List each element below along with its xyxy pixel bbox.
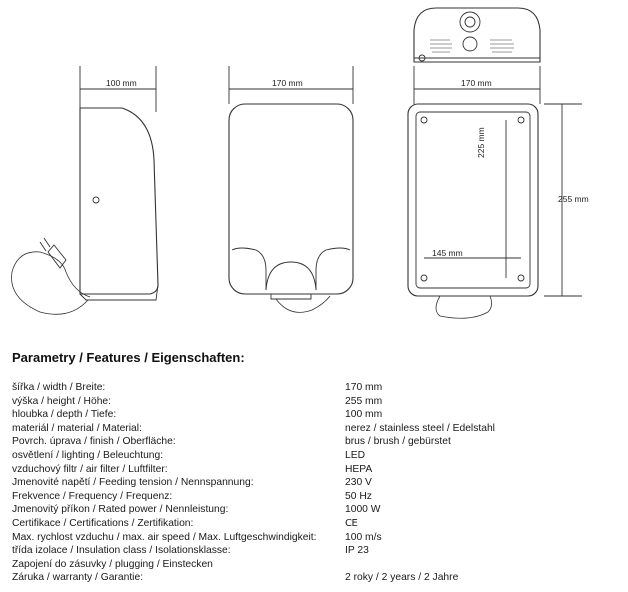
spec-value: LED bbox=[345, 450, 366, 461]
spec-label: Zapojení do zásuvky / plugging / Einstec… bbox=[12, 558, 213, 570]
spec-value: 2 roky / 2 years / 2 Jahre bbox=[345, 572, 459, 584]
back-height-dimension: 225 mm bbox=[476, 127, 486, 158]
spec-row: Zapojení do zásuvky / plugging / Einstec… bbox=[12, 558, 612, 572]
spec-label: Jmenovité napětí / Feeding tension / Nen… bbox=[12, 477, 254, 489]
spec-value: nerez / stainless steel / Edelstahl bbox=[345, 422, 495, 434]
spec-label: Certifikace / Certifications / Zertifika… bbox=[12, 518, 194, 529]
spec-label: hloubka / depth / Tiefe: bbox=[12, 409, 117, 421]
spec-label: Jmenovitý příkon / Rated power / Nennlei… bbox=[12, 504, 229, 516]
spec-row: Max. rychlost vzduchu / max. air speed /… bbox=[12, 531, 612, 545]
top-view bbox=[413, 7, 541, 104]
spec-value: 230 V bbox=[345, 477, 372, 489]
spec-label: vzduchový filtr / air filter / Luftfilte… bbox=[12, 463, 168, 475]
spec-label: Povrch. úprava / finish / Oberfläche: bbox=[12, 436, 176, 448]
spec-value: CE bbox=[345, 518, 358, 529]
spec-value: 50 Hz bbox=[345, 490, 372, 502]
spec-value: 170 mm bbox=[345, 382, 383, 393]
spec-value: HEPA bbox=[345, 463, 373, 475]
spec-label: šířka / width / Breite: bbox=[12, 382, 106, 393]
spec-label: výška / height / Höhe: bbox=[12, 395, 112, 407]
spec-value: IP 23 bbox=[345, 545, 369, 557]
spec-label: materiál / material / Material: bbox=[12, 422, 142, 434]
spec-value: 100 mm bbox=[345, 409, 383, 421]
spec-label: osvětlení / lighting / Beleuchtung: bbox=[12, 450, 164, 461]
spec-row: vzduchový filtr / air filter / Luftfilte… bbox=[12, 463, 612, 477]
features-heading: Parametry / Features / Eigenschaften: bbox=[12, 350, 245, 365]
technical-drawing: 100 mm 170 mm 170 mm 225 mm 255 mm 145 m… bbox=[11, 7, 589, 319]
side-depth-dimension: 100 mm bbox=[106, 78, 137, 88]
spec-value: brus / brush / gebürstet bbox=[345, 436, 451, 448]
back-hole-spacing-dimension: 145 mm bbox=[432, 248, 463, 258]
spec-value: 255 mm bbox=[345, 395, 383, 407]
dimension-drawing bbox=[11, 7, 582, 319]
back-view bbox=[407, 103, 582, 319]
spec-row: Jmenovité napětí / Feeding tension / Nen… bbox=[12, 476, 612, 490]
spec-row: materiál / material / Material: nerez / s… bbox=[12, 422, 612, 436]
spec-label: Záruka / warranty / Garantie: bbox=[12, 572, 144, 584]
spec-row: Záruka / warranty / Garantie: 2 roky / 2 … bbox=[12, 571, 612, 585]
spec-row: výška / height / Höhe: 255 mm bbox=[12, 395, 612, 409]
spec-label: Max. rychlost vzduchu / max. air speed /… bbox=[12, 531, 317, 543]
side-view bbox=[11, 66, 159, 315]
spec-row: Frekvence / Frequency / Frequenz: 50 Hz bbox=[12, 490, 612, 504]
spec-row: osvětlení / lighting / Beleuchtung: LED bbox=[12, 449, 612, 463]
spec-label: třída izolace / Insulation class / Isola… bbox=[12, 545, 231, 557]
spec-value: 100 m/s bbox=[345, 531, 382, 543]
spec-value: 1000 W bbox=[345, 504, 381, 516]
spec-row: Jmenovitý příkon / Rated power / Nennlei… bbox=[12, 503, 612, 517]
spec-row: Povrch. úprava / finish / Oberfläche: bru… bbox=[12, 435, 612, 449]
front-view bbox=[228, 66, 354, 313]
spec-label: Frekvence / Frequency / Frequenz: bbox=[12, 490, 173, 502]
spec-row: hloubka / depth / Tiefe: 100 mm bbox=[12, 408, 612, 422]
spec-row: třída izolace / Insulation class / Isola… bbox=[12, 544, 612, 558]
spec-row: šířka / width / Breite: 170 mm bbox=[12, 381, 612, 395]
back-width-dimension: 170 mm bbox=[461, 78, 492, 88]
front-width-dimension: 170 mm bbox=[272, 78, 303, 88]
spec-row: Certifikace / Certifications / Zertifika… bbox=[12, 517, 612, 531]
back-total-height-dimension: 255 mm bbox=[558, 194, 589, 204]
